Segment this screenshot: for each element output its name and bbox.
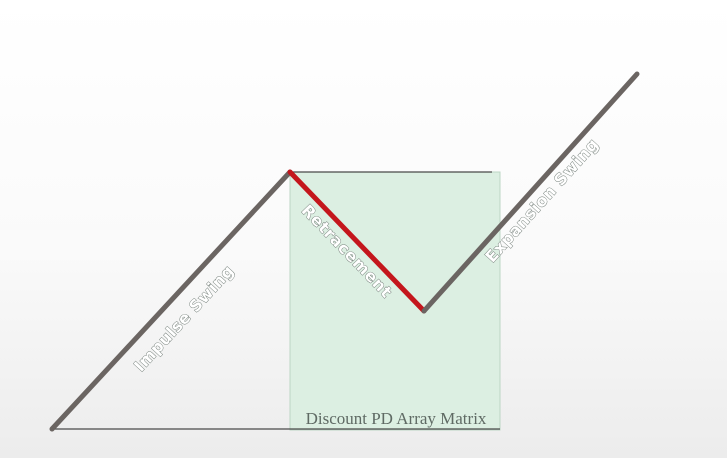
discount-zone <box>289 171 501 431</box>
impulse-swing-label: Impulse Swing <box>130 261 238 375</box>
retracement-leg <box>287 169 427 314</box>
expansion-swing-leg <box>421 71 640 314</box>
impulse-swing-leg <box>49 169 293 432</box>
discount-zone-label: Discount PD Array Matrix <box>306 409 487 428</box>
